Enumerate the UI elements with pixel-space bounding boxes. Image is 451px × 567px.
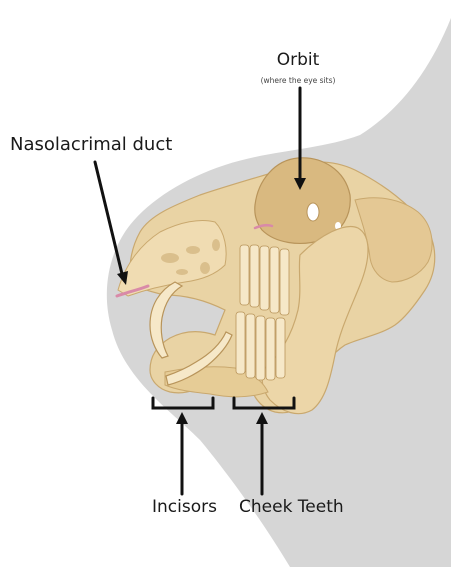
cheek-teeth-label: Cheek Teeth (239, 497, 344, 517)
incisors-label: Incisors (152, 497, 217, 517)
nasolacrimal-duct-label: Nasolacrimal duct (10, 134, 172, 155)
orbit-foramen (307, 203, 319, 221)
orbit-note: (where the eye sits) (246, 76, 350, 85)
orbit-label: Orbit (256, 50, 340, 70)
nasolacrimal-arrow (95, 162, 123, 278)
